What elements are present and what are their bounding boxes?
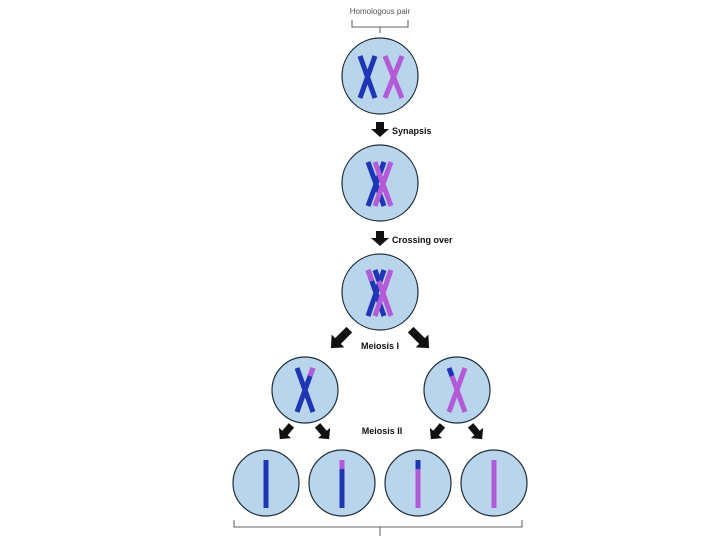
cell-synapsis [341,144,419,222]
meiosis-1-label: Meiosis I [361,341,399,351]
cell-crossing-over [341,253,419,331]
chromosome-purple [382,55,405,99]
chromosome-blue [365,161,387,207]
chromosome-purple [372,161,394,207]
arrow-down-icon [371,122,389,137]
crossover-segment [446,367,455,377]
homologous-pair-label: Homologous pair [350,7,411,16]
chromosome-blue [357,55,378,99]
arrow-down-right-icon [407,326,430,349]
arrow-down-right-icon [314,423,331,440]
homologous-pair-bracket [351,20,409,33]
gametes-bracket [233,520,523,536]
arrow-down-icon [371,231,389,246]
arrow-down-left-icon [278,423,295,440]
crossover-segment [307,367,316,377]
cell-homologous-pair [341,37,419,115]
cell-gamete-2 [308,449,376,517]
meiosis-2-label: Meiosis II [362,426,403,436]
cell-meiosis-1-left [271,356,339,424]
cell-gamete-3 [384,449,452,517]
arrow-down-left-icon [330,326,353,349]
cell-gamete-1 [232,449,300,517]
arrow-down-left-icon [429,423,446,440]
crossover-segment [365,269,375,282]
crossover-segment [372,269,382,282]
crossing-over-label: Crossing over [392,235,453,245]
synapsis-label: Synapsis [392,126,432,136]
arrow-down-right-icon [467,423,484,440]
cell-gamete-4 [460,449,528,517]
cell-meiosis-1-right [423,356,491,424]
